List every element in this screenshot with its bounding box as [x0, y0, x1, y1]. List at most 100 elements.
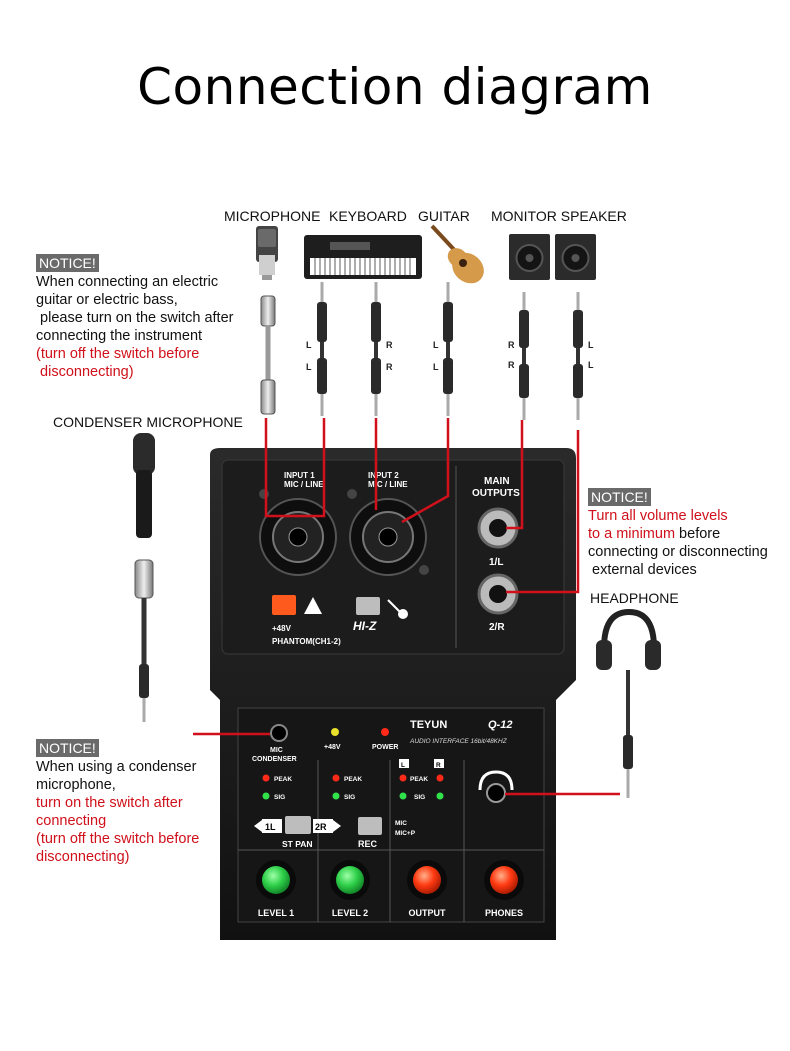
rec-mic-label: MIC — [395, 820, 407, 827]
speaker-left-icon — [509, 234, 550, 280]
model-label: Q-12 — [488, 719, 512, 731]
guitar-icon — [430, 224, 484, 284]
ch2-peak-led — [332, 774, 340, 782]
notice-volume: NOTICE! Turn all volume levels to a mini… — [588, 488, 768, 579]
condenser-microphone-label: CONDENSER MICROPHONE — [53, 414, 243, 430]
hiz-label: HI-Z — [353, 619, 377, 633]
mic-condenser-label: CONDENSER — [252, 756, 297, 763]
microphone-label: MICROPHONE — [224, 208, 321, 224]
notice-warning: to a minimum — [588, 526, 676, 542]
guitar-small-icon — [387, 599, 408, 619]
pan-left-label: 1L — [265, 822, 276, 832]
cable-mark: L — [306, 362, 312, 372]
left-channel-label: L — [401, 762, 405, 769]
phantom-power-button[interactable] — [272, 595, 296, 615]
peak-label: PEAK — [410, 776, 428, 783]
mic-condenser-jack[interactable] — [270, 724, 288, 742]
keyboard-cable-right-icon — [371, 282, 381, 416]
notice-warning: Turn all volume levels — [588, 508, 728, 524]
knob-label: PHONES — [485, 908, 523, 918]
output-knob[interactable] — [407, 860, 447, 900]
mic-condenser-label: MIC — [270, 747, 283, 754]
notice-text: connecting or disconnecting — [588, 544, 768, 560]
ch1-peak-led — [262, 774, 270, 782]
speaker-right-icon — [555, 234, 596, 280]
output2-label: 2/R — [489, 622, 505, 633]
st-pan-switch[interactable] — [254, 816, 341, 834]
phantom-led — [331, 728, 339, 736]
main-outputs-label: MAIN — [484, 476, 510, 487]
input2-label: INPUT 2 — [368, 471, 399, 480]
main-output-2-jack[interactable] — [477, 573, 519, 615]
page-title: Connection diagram — [137, 58, 653, 116]
notice-badge: NOTICE! — [36, 254, 99, 272]
rec-switch[interactable] — [358, 817, 382, 835]
left-peak-led — [399, 774, 407, 782]
connection-lines — [193, 418, 620, 796]
headphone-icon — [596, 608, 661, 798]
guitar-label: GUITAR — [418, 208, 470, 224]
cable-mark: R — [508, 360, 515, 370]
cable-mark: L — [433, 340, 439, 350]
peak-label: PEAK — [344, 776, 362, 783]
notice-text: guitar or electric bass, — [36, 292, 178, 308]
brand-label: TEYUN — [410, 719, 447, 731]
level1-knob[interactable] — [256, 860, 296, 900]
headphone-label: HEADPHONE — [590, 590, 679, 606]
input1-label: MIC / LINE — [284, 480, 324, 489]
main-outputs-label: OUTPUTS — [472, 488, 520, 499]
microphone-icon — [256, 226, 278, 280]
notice-text: before — [675, 526, 721, 542]
cable-mark: R — [508, 340, 515, 350]
cable-mark: L — [588, 340, 594, 350]
speaker-cable-left-icon — [519, 292, 529, 420]
hiz-button[interactable] — [356, 597, 380, 615]
speaker-cable-right-icon — [573, 292, 583, 420]
guitar-cable-icon — [443, 282, 453, 416]
st-pan-label: ST PAN — [282, 839, 313, 849]
subtitle-label: AUDIO INTERFACE 16bit/48KHZ — [409, 738, 508, 745]
knob-label: OUTPUT — [409, 908, 447, 918]
peak-label: PEAK — [274, 776, 292, 783]
notice-condenser: NOTICE! When using a condenser microphon… — [36, 739, 199, 866]
power-led — [381, 728, 389, 736]
notice-badge: NOTICE! — [588, 488, 651, 506]
notice-warning: connecting — [36, 813, 107, 829]
knob-label: LEVEL 2 — [332, 908, 368, 918]
keyboard-cable-left-icon — [317, 282, 327, 416]
input1-label: INPUT 1 — [284, 471, 315, 480]
notice-text: external devices — [588, 562, 697, 578]
keyboard-icon — [304, 235, 422, 279]
notice-warning: turn on the switch after — [36, 795, 183, 811]
rec-label: REC — [358, 839, 378, 849]
sig-label: SIG — [274, 794, 285, 801]
keyboard-label: KEYBOARD — [329, 208, 407, 224]
right-sig-led — [436, 792, 444, 800]
ch1-sig-led — [262, 792, 270, 800]
phones-jack[interactable] — [478, 770, 514, 803]
left-sig-led — [399, 792, 407, 800]
notice-text: connecting the instrument — [36, 328, 203, 344]
output1-label: 1/L — [489, 557, 503, 568]
sig-label: SIG — [414, 794, 425, 801]
phantom-label: PHANTOM(CH1-2) — [272, 637, 341, 646]
notice-text: When connecting an electric — [36, 274, 219, 290]
rec-micp-label: MIC+P — [395, 830, 416, 837]
xlr-cable-icon — [260, 295, 276, 415]
phones-knob[interactable] — [484, 860, 524, 900]
notice-badge: NOTICE! — [36, 739, 99, 757]
level2-knob[interactable] — [330, 860, 370, 900]
monitor-speaker-label: MONITOR SPEAKER — [491, 208, 627, 224]
phantom-voltage-label: +48V — [272, 624, 292, 633]
right-channel-box — [434, 759, 444, 768]
notice-warning: disconnecting) — [36, 849, 130, 865]
notice-guitar: NOTICE! When connecting an electric guit… — [36, 254, 233, 381]
notice-warning: (turn off the switch before — [36, 346, 200, 362]
notice-warning: disconnecting) — [36, 364, 134, 380]
warning-icon — [304, 597, 322, 614]
left-channel-box — [399, 759, 409, 768]
notice-text: please turn on the switch after — [36, 310, 234, 326]
cable-mark: L — [306, 340, 312, 350]
input2-label: MIC / LINE — [368, 480, 408, 489]
